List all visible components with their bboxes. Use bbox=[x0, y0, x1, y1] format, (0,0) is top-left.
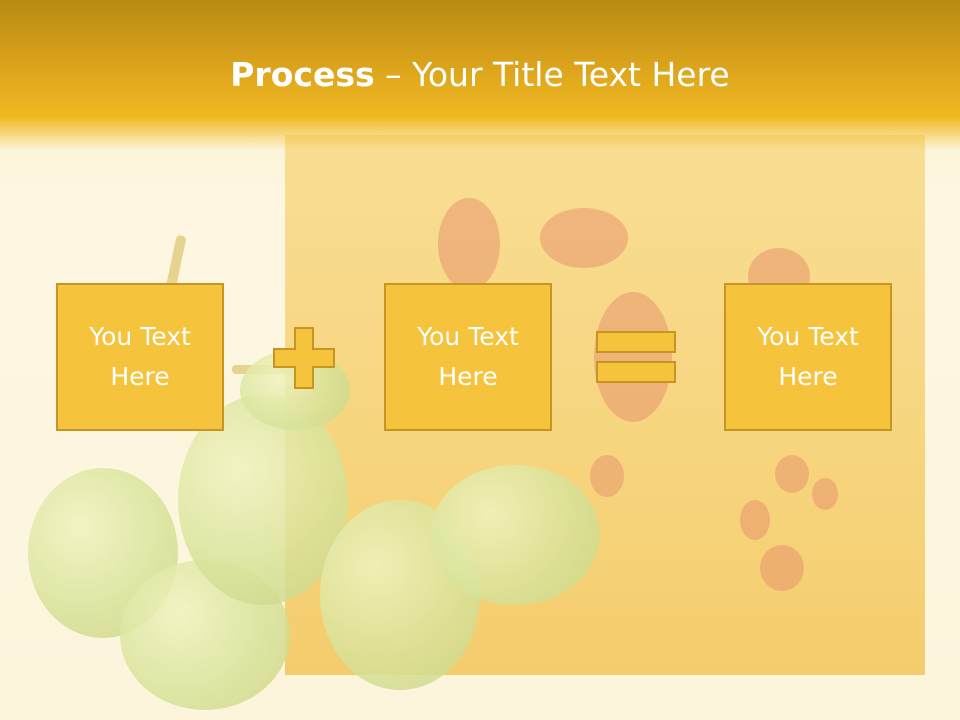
title-rest: – Your Title Text Here bbox=[374, 55, 730, 94]
plus-icon[interactable] bbox=[272, 326, 336, 390]
title-bold: Process bbox=[230, 55, 375, 94]
process-box-3[interactable]: You Text Here bbox=[724, 283, 892, 431]
grape bbox=[430, 465, 600, 605]
box-text: You Text Here bbox=[89, 317, 191, 397]
slide-title[interactable]: Process – Your Title Text Here bbox=[0, 52, 960, 98]
process-box-2[interactable]: You Text Here bbox=[384, 283, 552, 431]
box-text-line-1: You Text bbox=[417, 322, 519, 351]
box-text-line-2: Here bbox=[110, 362, 170, 391]
cheese-hole bbox=[594, 292, 672, 422]
cheese-hole bbox=[740, 500, 770, 540]
header-band bbox=[0, 0, 960, 150]
process-box-1[interactable]: You Text Here bbox=[56, 283, 224, 431]
box-text-line-1: You Text bbox=[757, 322, 859, 351]
cheese-hole bbox=[590, 455, 624, 497]
cheese-hole bbox=[760, 545, 804, 591]
box-text-line-2: Here bbox=[438, 362, 498, 391]
box-text: You Text Here bbox=[757, 317, 859, 397]
equals-icon[interactable] bbox=[596, 330, 676, 384]
box-text-line-1: You Text bbox=[89, 322, 191, 351]
cheese-hole bbox=[438, 198, 500, 290]
box-text: You Text Here bbox=[417, 317, 519, 397]
cheese-hole bbox=[775, 455, 809, 493]
cheese-hole bbox=[540, 208, 628, 268]
cheese-hole bbox=[812, 478, 838, 510]
box-text-line-2: Here bbox=[778, 362, 838, 391]
